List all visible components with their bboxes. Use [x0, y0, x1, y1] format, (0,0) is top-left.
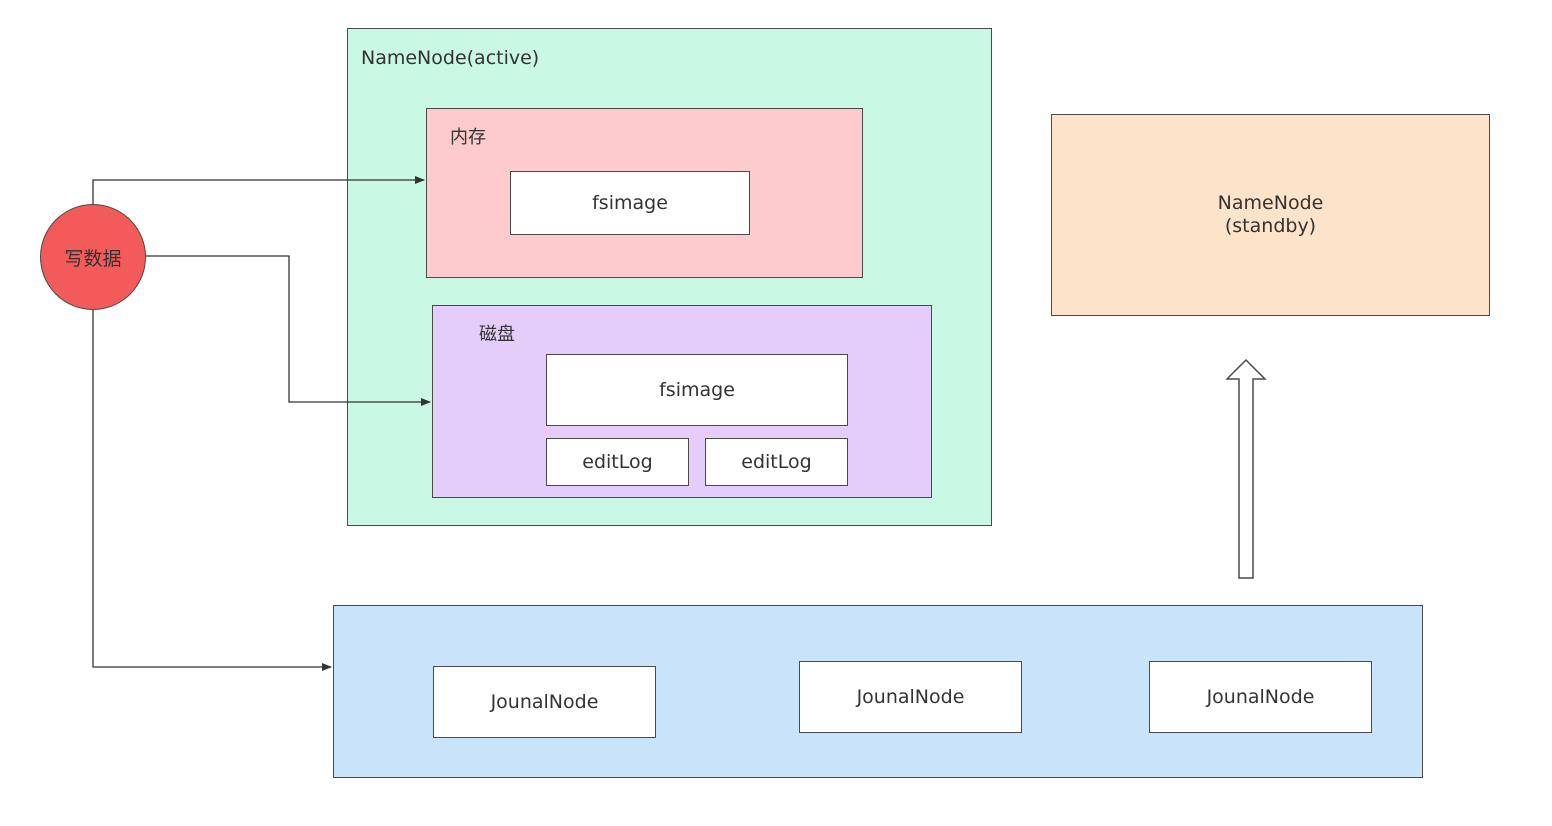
write-data-node: 写数据	[40, 204, 146, 310]
journal-node-1: JounalNode	[433, 666, 656, 738]
sync-up-arrow	[1225, 358, 1267, 579]
editlog-box-2: editLog	[705, 438, 848, 486]
journal-node-2: JounalNode	[799, 661, 1022, 733]
memory-fsimage-box: fsimage	[510, 171, 750, 235]
memory-title: 内存	[450, 127, 486, 148]
disk-fsimage-box: fsimage	[546, 354, 848, 426]
editlog-box-1: editLog	[546, 438, 689, 486]
disk-block: 磁盘 fsimage editLog editLog	[432, 305, 932, 498]
write-data-label: 写数据	[64, 247, 122, 270]
standby-namenode-name: NameNode	[1217, 192, 1324, 214]
memory-block: 内存 fsimage	[426, 108, 863, 278]
journal-node-cluster: JounalNode JounalNode JounalNode	[333, 605, 1423, 778]
standby-namenode-box: NameNode (standby)	[1051, 114, 1490, 316]
disk-title: 磁盘	[479, 324, 515, 345]
active-namenode-title: NameNode(active)	[361, 47, 540, 69]
arrow-write-to-journal	[92, 310, 332, 671]
standby-namenode-state: (standby)	[1224, 215, 1317, 237]
journal-node-3: JounalNode	[1149, 661, 1372, 733]
